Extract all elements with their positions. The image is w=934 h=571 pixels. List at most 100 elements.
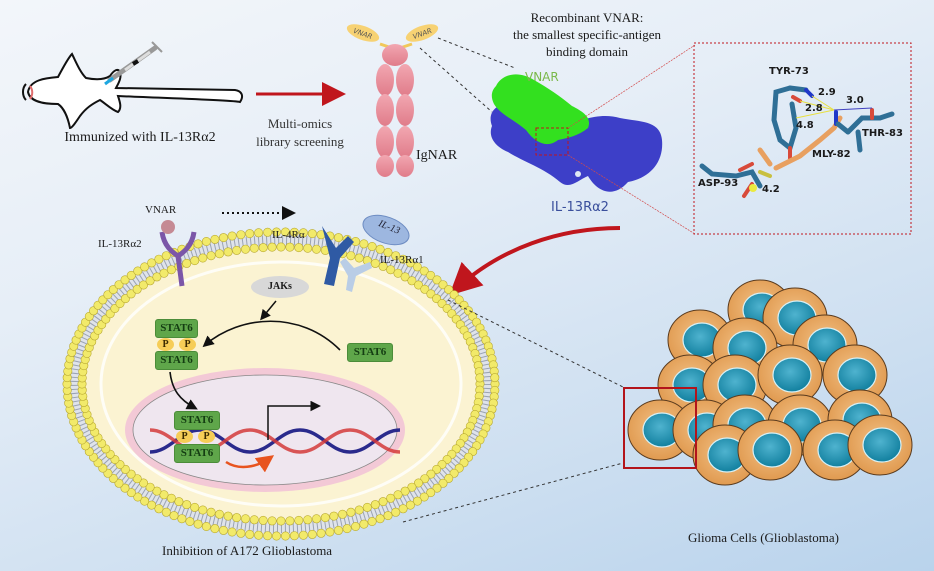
lipid-head [311,514,321,524]
jak-activation-arrow [260,300,277,321]
lipid-head [407,276,417,286]
lipid-head [337,509,347,519]
lipid-head [307,529,317,539]
lipid-head [258,243,268,253]
stat6-free: STAT6 [347,343,393,362]
lipid-head [412,262,422,272]
lipid-head [166,265,176,275]
lipid-head [182,258,192,268]
lipid-head [413,478,423,488]
lipid-head [432,275,442,285]
lipid-head [169,511,179,521]
lipid-head [362,502,372,512]
lipid-head [182,500,192,510]
lipid-head [227,527,237,537]
lipid-head [386,493,396,503]
structure-title-line1: Recombinant VNAR: [530,10,644,25]
residue-label-mly82: MLY-82 [812,149,851,160]
lipid-head [351,521,361,531]
callout-line [402,462,624,523]
structure-title-line2: the smallest specific-antigen [512,27,662,42]
lipid-head [140,262,150,272]
lipid-head [490,373,500,383]
lipid-head [108,285,118,295]
lipid-head [354,505,364,515]
il13ra1-label: IL-13Rα1 [380,254,424,266]
residue-sticks [699,85,895,198]
lipid-head [420,474,430,484]
lipid-head [177,514,187,524]
lipid-head [378,497,388,507]
lipid-head [383,247,393,257]
il13ra2-structure-label: IL-13Rα2 [551,200,609,215]
lipid-head [126,289,136,299]
glioma-caption: Glioma Cells (Glioblastoma) [688,530,839,545]
lipid-head [159,268,169,278]
lipid-head [303,515,313,525]
lipid-head [303,243,313,253]
lipid-head [405,500,415,510]
cell-nucleus [125,368,405,492]
lipid-head [152,486,162,496]
screening-caption-line1: Multi-omics [267,116,333,131]
lipid-head [271,227,281,237]
lipid-head [263,227,273,237]
vnar-pathway-label: VNAR [145,204,177,216]
ignar-label: IgNAR [416,148,458,163]
lipid-head [174,497,184,507]
lipid-head [190,256,200,266]
lipid-head [210,524,220,534]
lipid-head [432,483,442,493]
lipid-head [161,251,171,261]
lipid-head [114,478,124,488]
glioma-cell-cluster [627,279,913,486]
nuclear-translocation-arrow [169,371,198,410]
lipid-head [198,505,208,515]
lipid-head [267,516,277,526]
lipid-head [383,511,393,521]
lipid-head [400,486,410,496]
lipid-head [407,482,417,492]
distance-label: 4.8 [796,120,814,131]
lipid-head [227,231,237,241]
lipid-head [258,515,268,525]
screening-caption-line2: library screening [256,134,344,149]
lipid-head [140,496,150,506]
lipid-head [419,492,429,502]
vnar-domain-tag-left [346,24,380,42]
callout-line [437,37,516,69]
lipid-head [294,243,304,253]
lipid-head [346,507,356,517]
lipid-head [342,524,352,534]
lipid-head [120,483,130,493]
lipid-head [294,515,304,525]
lipid-head [311,244,321,254]
il13ra2-pathway-label: IL-13Rα2 [98,238,142,250]
lipid-head [132,284,142,294]
lipid-head [190,502,200,512]
lipid-head [289,531,299,541]
protein-complex-structure [490,74,663,192]
stat6-nuclear-bottom: STAT6 [174,444,220,463]
lipid-head [398,254,408,264]
il4ra-label: IL-4Rα [272,229,305,241]
stat6-nuclear-top: STAT6 [174,411,220,430]
lipid-head [166,493,176,503]
lipid-head [438,280,448,290]
lipid-head [215,249,225,259]
lipid-head [254,530,264,540]
stat6-dimer-bottom: STAT6 [155,351,198,370]
lipid-head [193,239,203,249]
glioma-cell-nucleus [862,427,902,463]
lipid-head [201,521,211,531]
lipid-head [198,253,208,263]
lipid-head [223,247,233,257]
distance-label: 3.0 [846,95,864,106]
phospho-badge: P [176,430,193,443]
callout-line [447,299,624,388]
lipid-head [215,509,225,519]
lipid-head [193,519,203,529]
lipid-head [139,280,149,290]
lipid-head [271,531,281,541]
